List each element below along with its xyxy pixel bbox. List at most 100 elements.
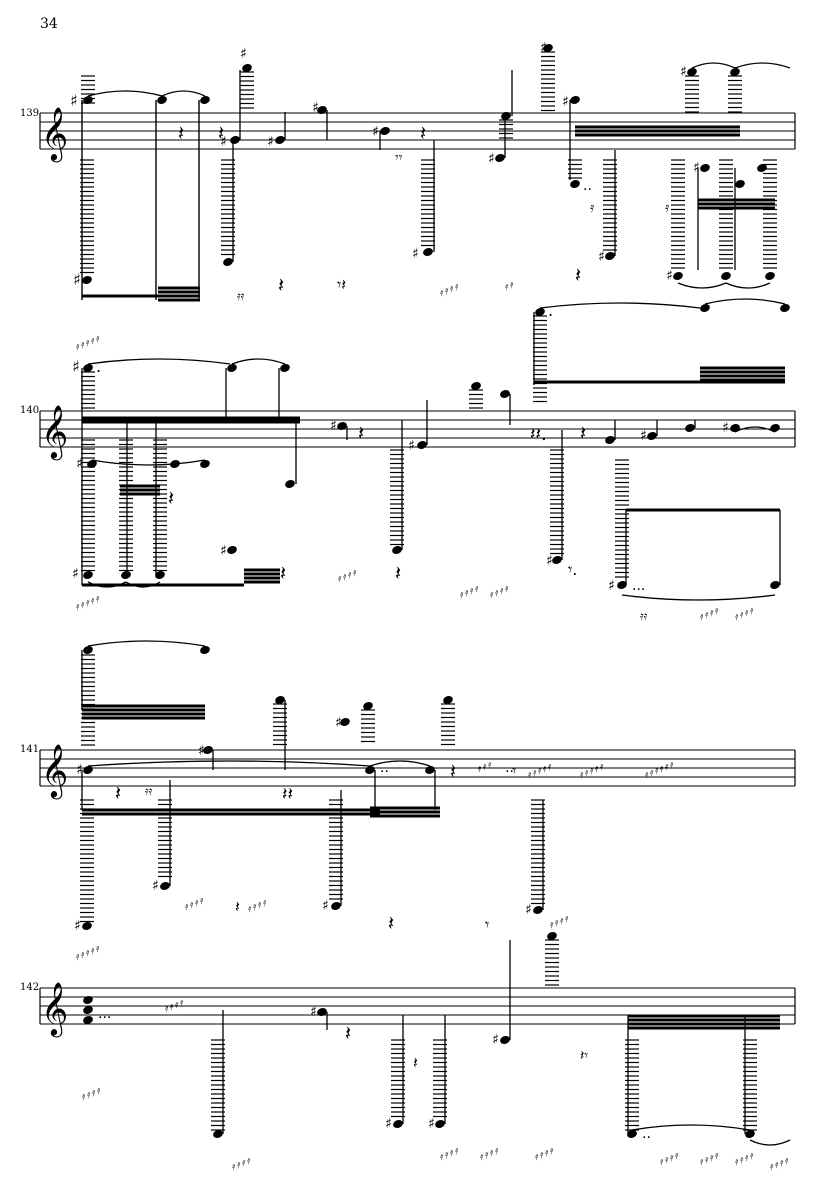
- grace-rest: 𝄿: [450, 282, 454, 295]
- sharp-icon: ♯: [220, 543, 227, 559]
- grace-rest: 𝄿: [750, 604, 754, 617]
- grace-rest: 𝄿: [560, 914, 564, 927]
- grace-rest: 𝄿: [263, 896, 267, 909]
- grace-rest: 𝄿: [440, 286, 444, 299]
- grace-rest: 𝄿: [505, 582, 509, 595]
- notehead: [533, 906, 543, 914]
- sharp-icon: ♯: [152, 878, 159, 894]
- quarter-rest: 𝄽: [168, 486, 174, 510]
- grace-rest: 𝄿: [81, 338, 85, 351]
- sharp-icon: ♯: [562, 94, 569, 110]
- grace-rest: 𝄿: [740, 1153, 744, 1166]
- sharp-icon: ♯: [546, 553, 553, 569]
- notehead: [83, 96, 93, 104]
- rests: 𝄽𝄾: [580, 1048, 588, 1064]
- sharp-icon: ♯: [220, 134, 227, 150]
- grace-rest: 𝄿: [660, 1155, 664, 1168]
- dots: ...: [98, 1006, 111, 1022]
- grace-rest: 𝄿: [580, 768, 584, 781]
- notehead: [700, 304, 710, 312]
- notehead: [155, 571, 165, 579]
- notehead: [121, 571, 131, 579]
- grace-rest: 𝄿: [770, 1160, 774, 1173]
- sharp-icon: ♯: [267, 134, 274, 150]
- grace-rest: 𝄿: [165, 1002, 169, 1015]
- ledger-lines: [531, 799, 545, 905]
- notehead: [83, 646, 93, 654]
- grace-rest: 𝄿: [715, 604, 719, 617]
- tie: [749, 1139, 791, 1146]
- grace-rest: 𝄿: [440, 1150, 444, 1163]
- quarter-rests: 𝄽𝄽: [282, 784, 293, 805]
- ledger-lines: [545, 939, 559, 986]
- grace-rest: 𝄿: [550, 918, 554, 931]
- ledger-lines: [361, 709, 375, 743]
- notehead: [337, 422, 347, 430]
- ledger-lines: [469, 389, 483, 409]
- sharp-icon: ♯: [330, 418, 337, 434]
- grace-rest: 𝄿: [480, 1150, 484, 1163]
- grace-rest: 𝄿: [82, 1090, 86, 1103]
- ledger-lines: [499, 119, 513, 139]
- notehead: [770, 424, 780, 432]
- ledger-lines: [81, 75, 95, 104]
- ledger-lines: [568, 159, 582, 179]
- grace-rest: 𝄿: [96, 332, 100, 345]
- grace-rest: 𝄿: [670, 1151, 674, 1164]
- tie: [677, 282, 727, 289]
- ledger-lines: [329, 799, 343, 900]
- tie: [87, 90, 163, 97]
- sharp-icon: ♯: [666, 268, 673, 284]
- measure-number-141: 141: [20, 744, 40, 755]
- ledger-lines: [433, 1039, 447, 1118]
- grace-rest: 𝄿: [490, 1146, 494, 1159]
- sharp-icon: ♯: [412, 246, 419, 262]
- sharp-icon: ♯: [680, 64, 687, 80]
- grace-rest: 𝄿: [353, 566, 357, 579]
- grace-rest: 𝄿: [540, 1148, 544, 1161]
- rests: 𝄾𝄽: [337, 275, 346, 294]
- tie: [539, 302, 701, 309]
- tie: [87, 760, 371, 767]
- notehead: [317, 1008, 327, 1016]
- quarter-rest: 𝄽: [218, 121, 224, 145]
- ledger-lines: [153, 439, 167, 572]
- dots: ..: [583, 178, 592, 194]
- eighth-rest: 𝄾: [485, 915, 489, 934]
- sharp-icon: ♯: [385, 1116, 392, 1132]
- sharp-icon: ♯: [335, 715, 342, 731]
- notehead: [83, 1006, 93, 1014]
- sharp-icon: ♯: [598, 249, 605, 265]
- ledger-lines: [221, 159, 235, 256]
- notehead: [423, 248, 433, 256]
- notehead: [317, 106, 327, 114]
- grace-rest: 𝄿: [780, 1156, 784, 1169]
- tie: [231, 358, 286, 365]
- grace-rest: 𝄿: [510, 278, 514, 291]
- grace-rest: 𝄿: [700, 610, 704, 623]
- grace-rest: 𝄿: [710, 1151, 714, 1164]
- sharp-icon: ♯: [608, 578, 615, 594]
- notehead: [685, 424, 695, 432]
- notehead: [275, 696, 285, 704]
- dots: ..: [505, 760, 514, 776]
- grace-rest: 𝄿: [715, 1149, 719, 1162]
- sharp-icon: ♯: [74, 918, 81, 934]
- notehead: [435, 1120, 445, 1128]
- grace-rest: 𝄿: [343, 570, 347, 583]
- grace-rest: 𝄿: [180, 996, 184, 1009]
- quarter-rest: 𝄽: [580, 421, 586, 445]
- grace-rest: 𝄿: [775, 1158, 779, 1171]
- notehead: [392, 546, 402, 554]
- ledger-lines: [391, 1039, 405, 1118]
- quarter-rest: 𝄽: [280, 561, 286, 585]
- notehead: [647, 432, 657, 440]
- sharp-icon: ♯: [312, 100, 319, 116]
- sharp-icon: ♯: [492, 1032, 499, 1048]
- quarter-rest: 𝄽: [420, 121, 426, 145]
- tie: [631, 1124, 751, 1131]
- quarter-rest: 𝄽: [235, 897, 240, 916]
- ledger-lines: [541, 51, 555, 112]
- grace-rest: 𝄿: [175, 998, 179, 1011]
- notehead: [700, 164, 710, 172]
